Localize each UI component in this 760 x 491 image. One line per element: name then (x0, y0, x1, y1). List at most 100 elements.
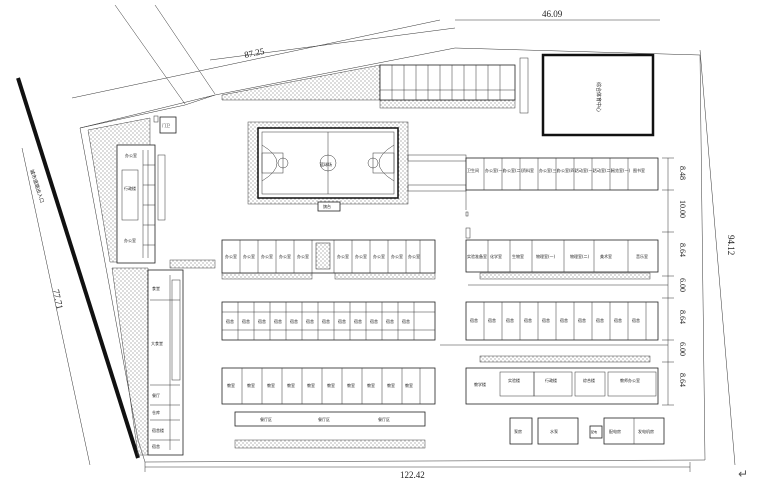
right-block-2 (465, 239, 659, 273)
canteen-label-2: 大食堂 (151, 340, 163, 346)
row-label-7: 办公室 (373, 253, 385, 259)
row-label-2: 办公室 (261, 253, 273, 259)
dd-label-0: 宿舍 (226, 318, 234, 324)
water-label: 水泵 (550, 428, 558, 434)
admin-top-label: 办公室 (125, 152, 137, 158)
right-block-3 (465, 301, 659, 341)
dorm-label-c: 宿舍 (506, 317, 514, 323)
dorm-label-h: 宿舍 (596, 317, 604, 323)
cls-label-0: 教室 (227, 382, 235, 388)
row-label-5: 办公室 (337, 253, 349, 259)
rr1-label-7: 活动室(二) (593, 167, 613, 173)
row-label-0: 办公室 (225, 253, 237, 259)
dd-label-7: 宿舍 (338, 318, 346, 324)
admin-side-strip (157, 154, 166, 221)
dd-label-2: 宿舍 (258, 318, 266, 324)
seg-dim-6: 6.00 (678, 342, 687, 356)
classroom-row-bottom (221, 367, 436, 405)
power-label: 配电房 (609, 428, 621, 434)
rr2-label-0: 实验准备室 (467, 253, 487, 259)
dd-label-6: 宿舍 (322, 318, 330, 324)
row-label-3: 办公室 (279, 253, 291, 259)
dorm-label-f: 宿舍 (560, 317, 568, 323)
green-area-top (221, 64, 381, 101)
rr2-label-1: 化学室 (490, 253, 502, 259)
rr1-label-3: 资料室 (522, 167, 534, 173)
road-label: 城市道路出入口 (28, 168, 45, 203)
row-label-6: 办公室 (355, 253, 367, 259)
row-label-1: 办公室 (243, 253, 255, 259)
rr1-label-8: 阅览室(一) (611, 167, 631, 173)
rr1-label-9: 图书室 (633, 167, 645, 173)
rr1-label-0: 卫生间 (467, 167, 479, 173)
green-strip-a (221, 272, 313, 280)
blk-label-0: 教学楼 (474, 381, 486, 387)
dorm-label-i: 宿舍 (614, 317, 622, 323)
green-strip-top (379, 99, 516, 109)
top-rooms-row (379, 64, 516, 101)
cls-label-2: 教室 (267, 382, 275, 388)
canteen-label-3: 餐厅 (152, 392, 160, 398)
water-room (537, 417, 579, 445)
right-segment-dims: 8.48 10.00 8.64 6.00 8.64 6.00 8.64 (662, 157, 687, 406)
rr2-label-3: 物理室(一) (536, 253, 556, 259)
row-label-9: 办公室 (408, 253, 420, 259)
cls-label-1: 教室 (247, 382, 255, 388)
cls-label-6: 教室 (347, 382, 355, 388)
rr2-label-4: 物理室(二) (570, 253, 590, 259)
dd-label-5: 宿舍 (306, 318, 314, 324)
bar-label-0: 餐厅区 (260, 416, 272, 422)
road-line (16, 77, 140, 459)
dim-top-left: 87.25 (243, 46, 265, 60)
stair (315, 242, 331, 270)
pump-label: 泵房 (514, 428, 522, 434)
green-strip-d (479, 355, 651, 363)
bar-label-1: 餐厅区 (318, 416, 330, 422)
rr1-label-2: 办公室(二) (503, 167, 523, 173)
seg-dim-4: 6.00 (678, 278, 687, 292)
dd-label-1: 宿舍 (242, 318, 250, 324)
cls-label-4: 教室 (307, 382, 315, 388)
dorm-label-e: 宿舍 (542, 317, 550, 323)
dorm-label-a: 宿舍 (470, 317, 478, 323)
canteen-label-5: 宿舍楼 (152, 427, 164, 433)
dim-left: 77.71 (51, 288, 65, 310)
admin-mid-label: 行政楼 (124, 185, 136, 191)
canteen-building (147, 269, 184, 456)
seg-dim-3: 8.64 (678, 243, 687, 257)
green-strip-e (169, 259, 216, 269)
pump-house (509, 417, 533, 445)
rr1-label-6: 活动室(一) (575, 167, 595, 173)
canteen-label-4: 仓库 (152, 409, 160, 415)
blk-label-1: 实验楼 (508, 377, 520, 383)
gate-house (159, 116, 177, 134)
dorm-label-d: 宿舍 (524, 317, 532, 323)
bar-label-2: 餐厅区 (378, 416, 390, 422)
dorm-label-g: 宿舍 (578, 317, 586, 323)
dim-bottom: 122.42 (400, 470, 425, 480)
court-label: 篮球场 (320, 161, 332, 167)
seg-dim-1: 8.48 (678, 166, 687, 180)
admin-building (116, 144, 156, 264)
right-block-1 (465, 157, 659, 191)
gen-label: 发电机房 (638, 428, 654, 434)
blk-label-3: 综合楼 (583, 377, 595, 383)
gate-label: 门卫 (162, 122, 170, 128)
rr2-label-6: 音乐室 (636, 253, 648, 259)
sports-center-label: 综合体育中心 (595, 82, 602, 112)
green-strip-b (334, 272, 436, 280)
small-label: 配电 (591, 429, 597, 434)
dorm-label-j: 宿舍 (632, 317, 640, 323)
dim-top-right: 46.09 (542, 9, 563, 19)
dd-label-4: 宿舍 (290, 318, 298, 324)
dorm-label-b: 宿舍 (488, 317, 496, 323)
rr1-label-1: 办公室(一) (485, 167, 505, 173)
cls-label-9: 教室 (405, 382, 413, 388)
rr2-label-2: 生物室 (512, 253, 524, 259)
dense-dorm-row (221, 301, 436, 341)
green-strip-bottom (234, 439, 426, 449)
cls-label-8: 教室 (387, 382, 395, 388)
admin-grid (142, 150, 155, 258)
return-arrow-icon: ↵ (738, 467, 748, 481)
